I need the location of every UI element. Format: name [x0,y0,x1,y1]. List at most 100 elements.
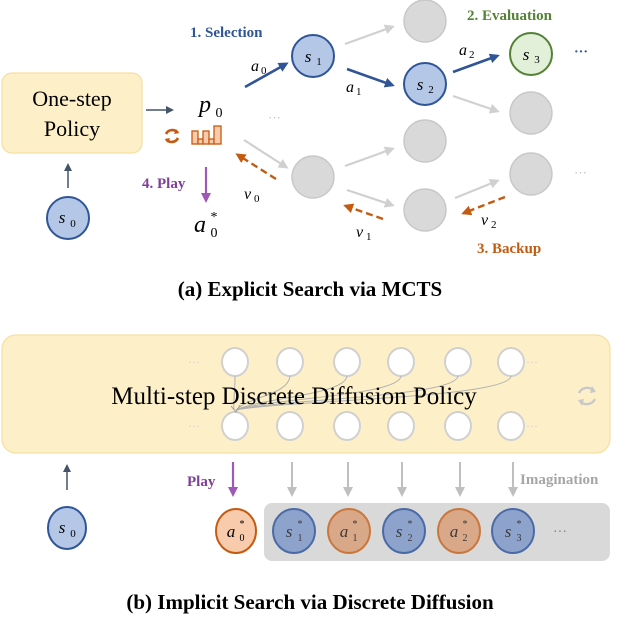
svg-text:a: a [251,58,259,75]
svg-text:s: s [417,75,424,94]
svg-text:0: 0 [70,218,76,230]
tree-node-s3: s 3 [509,32,553,76]
sequence-token-a1: a * 1 [327,508,371,554]
evaluation-step-label: 2. Evaluation [467,8,553,24]
svg-text:*: * [353,519,358,530]
svg-text:*: * [211,210,218,225]
svg-text:*: * [240,519,245,530]
tree-node-gray [403,188,447,232]
backup-arrow-v2 [461,195,506,216]
svg-text:s: s [396,522,403,541]
edge-label-a0: a 0 [251,58,267,77]
svg-text:v: v [481,212,489,229]
backup-arrow-v0 [235,153,277,181]
tree-node-gray [509,91,553,135]
tree-node-gray [403,119,447,163]
svg-text:s: s [505,522,512,541]
attention-curves [230,375,512,413]
token-ellipsis: ··· [526,419,538,433]
tree-node-s1: s 1 [291,34,335,78]
svg-text:s: s [59,518,66,537]
tree-edge-gray [452,94,500,114]
ellipsis-top: ··· [574,45,588,60]
caption-b: (b) Implicit Search via Discrete Diffusi… [126,590,494,614]
svg-text:v: v [356,224,364,241]
svg-text:0: 0 [240,533,245,544]
svg-text:*: * [298,519,303,530]
svg-text:a: a [227,522,236,541]
diffusion-policy-label: Multi-step Discrete Diffusion Policy [111,383,477,410]
svg-text:p: p [197,92,211,118]
svg-text:s: s [305,47,312,66]
ellipsis-mid: ··· [268,110,281,125]
svg-text:s: s [523,45,530,64]
panel-a: One-step Policy s 0 p 0 [1,0,588,301]
svg-text:*: * [463,519,468,530]
root-state-node: s 0 [46,196,90,240]
edge-label-v0: v 0 [244,186,260,205]
prior-label: p 0 [197,92,223,121]
sequence-token-a0: a * 0 [215,508,257,554]
svg-text:3: 3 [517,533,522,544]
svg-text:1: 1 [353,533,358,544]
played-action-label: a * 0 [194,210,218,241]
svg-text:a: a [194,212,206,238]
svg-text:0: 0 [261,65,267,77]
token-ellipsis: ··· [188,355,200,369]
svg-text:a: a [340,522,349,541]
svg-text:a: a [459,42,467,59]
svg-text:a: a [450,522,459,541]
tree-edge-gray [346,188,395,208]
selection-arrow-a2 [452,53,500,74]
svg-text:0: 0 [70,528,76,540]
token-ellipsis: ··· [526,355,538,369]
svg-text:1: 1 [298,533,303,544]
sequence-ellipsis: ··· [553,525,567,540]
svg-text:v: v [244,186,252,203]
svg-text:*: * [408,519,413,530]
svg-text:1: 1 [356,86,362,98]
svg-text:a: a [346,79,354,96]
refresh-icon [164,128,180,144]
selection-step-label: 1. Selection [190,25,263,41]
sequence-token-s3: s * 3 [491,508,535,554]
edge-label-v2: v 2 [481,212,497,231]
svg-text:s: s [59,208,66,227]
policy-label-line1: One-step [32,86,111,111]
tree-edge-gray [454,178,500,200]
svg-text:*: * [517,519,522,530]
sequence-token-s1: s * 1 [272,508,316,554]
svg-text:2: 2 [491,219,497,231]
imagination-arrows [287,462,518,497]
svg-text:0: 0 [211,226,218,241]
tree-node-gray [403,0,447,43]
root-state-node-b: s 0 [47,506,87,550]
sequence-token-s2: s * 2 [382,508,426,554]
panel-b: ··· ··· ··· ··· Multi-step Discrete Diff… [1,334,611,614]
svg-text:2: 2 [463,533,468,544]
tree-edge-gray [344,24,395,46]
svg-text:0: 0 [254,193,260,205]
svg-text:3: 3 [534,54,540,66]
selection-arrow-a0 [244,62,289,89]
policy-label-line2: Policy [44,116,100,141]
tree-node-gray [291,155,335,199]
svg-text:2: 2 [469,49,475,61]
token-grid-bottom [221,411,525,441]
play-label-b: Play [187,474,216,490]
edge-label-v1: v 1 [356,224,372,243]
backup-step-label: 3. Backup [477,241,541,257]
backup-arrow-v1 [343,203,384,221]
token-grid-top [221,347,525,377]
sequence-token-a2: a * 2 [437,508,481,554]
edge-label-a1: a 1 [346,79,362,98]
histogram-icon [191,125,222,145]
tree-edge-gray [243,139,289,169]
edge-label-a2: a 2 [459,42,475,61]
refresh-icon [577,386,597,406]
token-ellipsis: ··· [188,419,200,433]
tree-node-s2: s 2 [403,62,447,106]
svg-text:1: 1 [366,231,372,243]
play-step-label: 4. Play [142,176,186,192]
svg-text:0: 0 [216,106,223,121]
